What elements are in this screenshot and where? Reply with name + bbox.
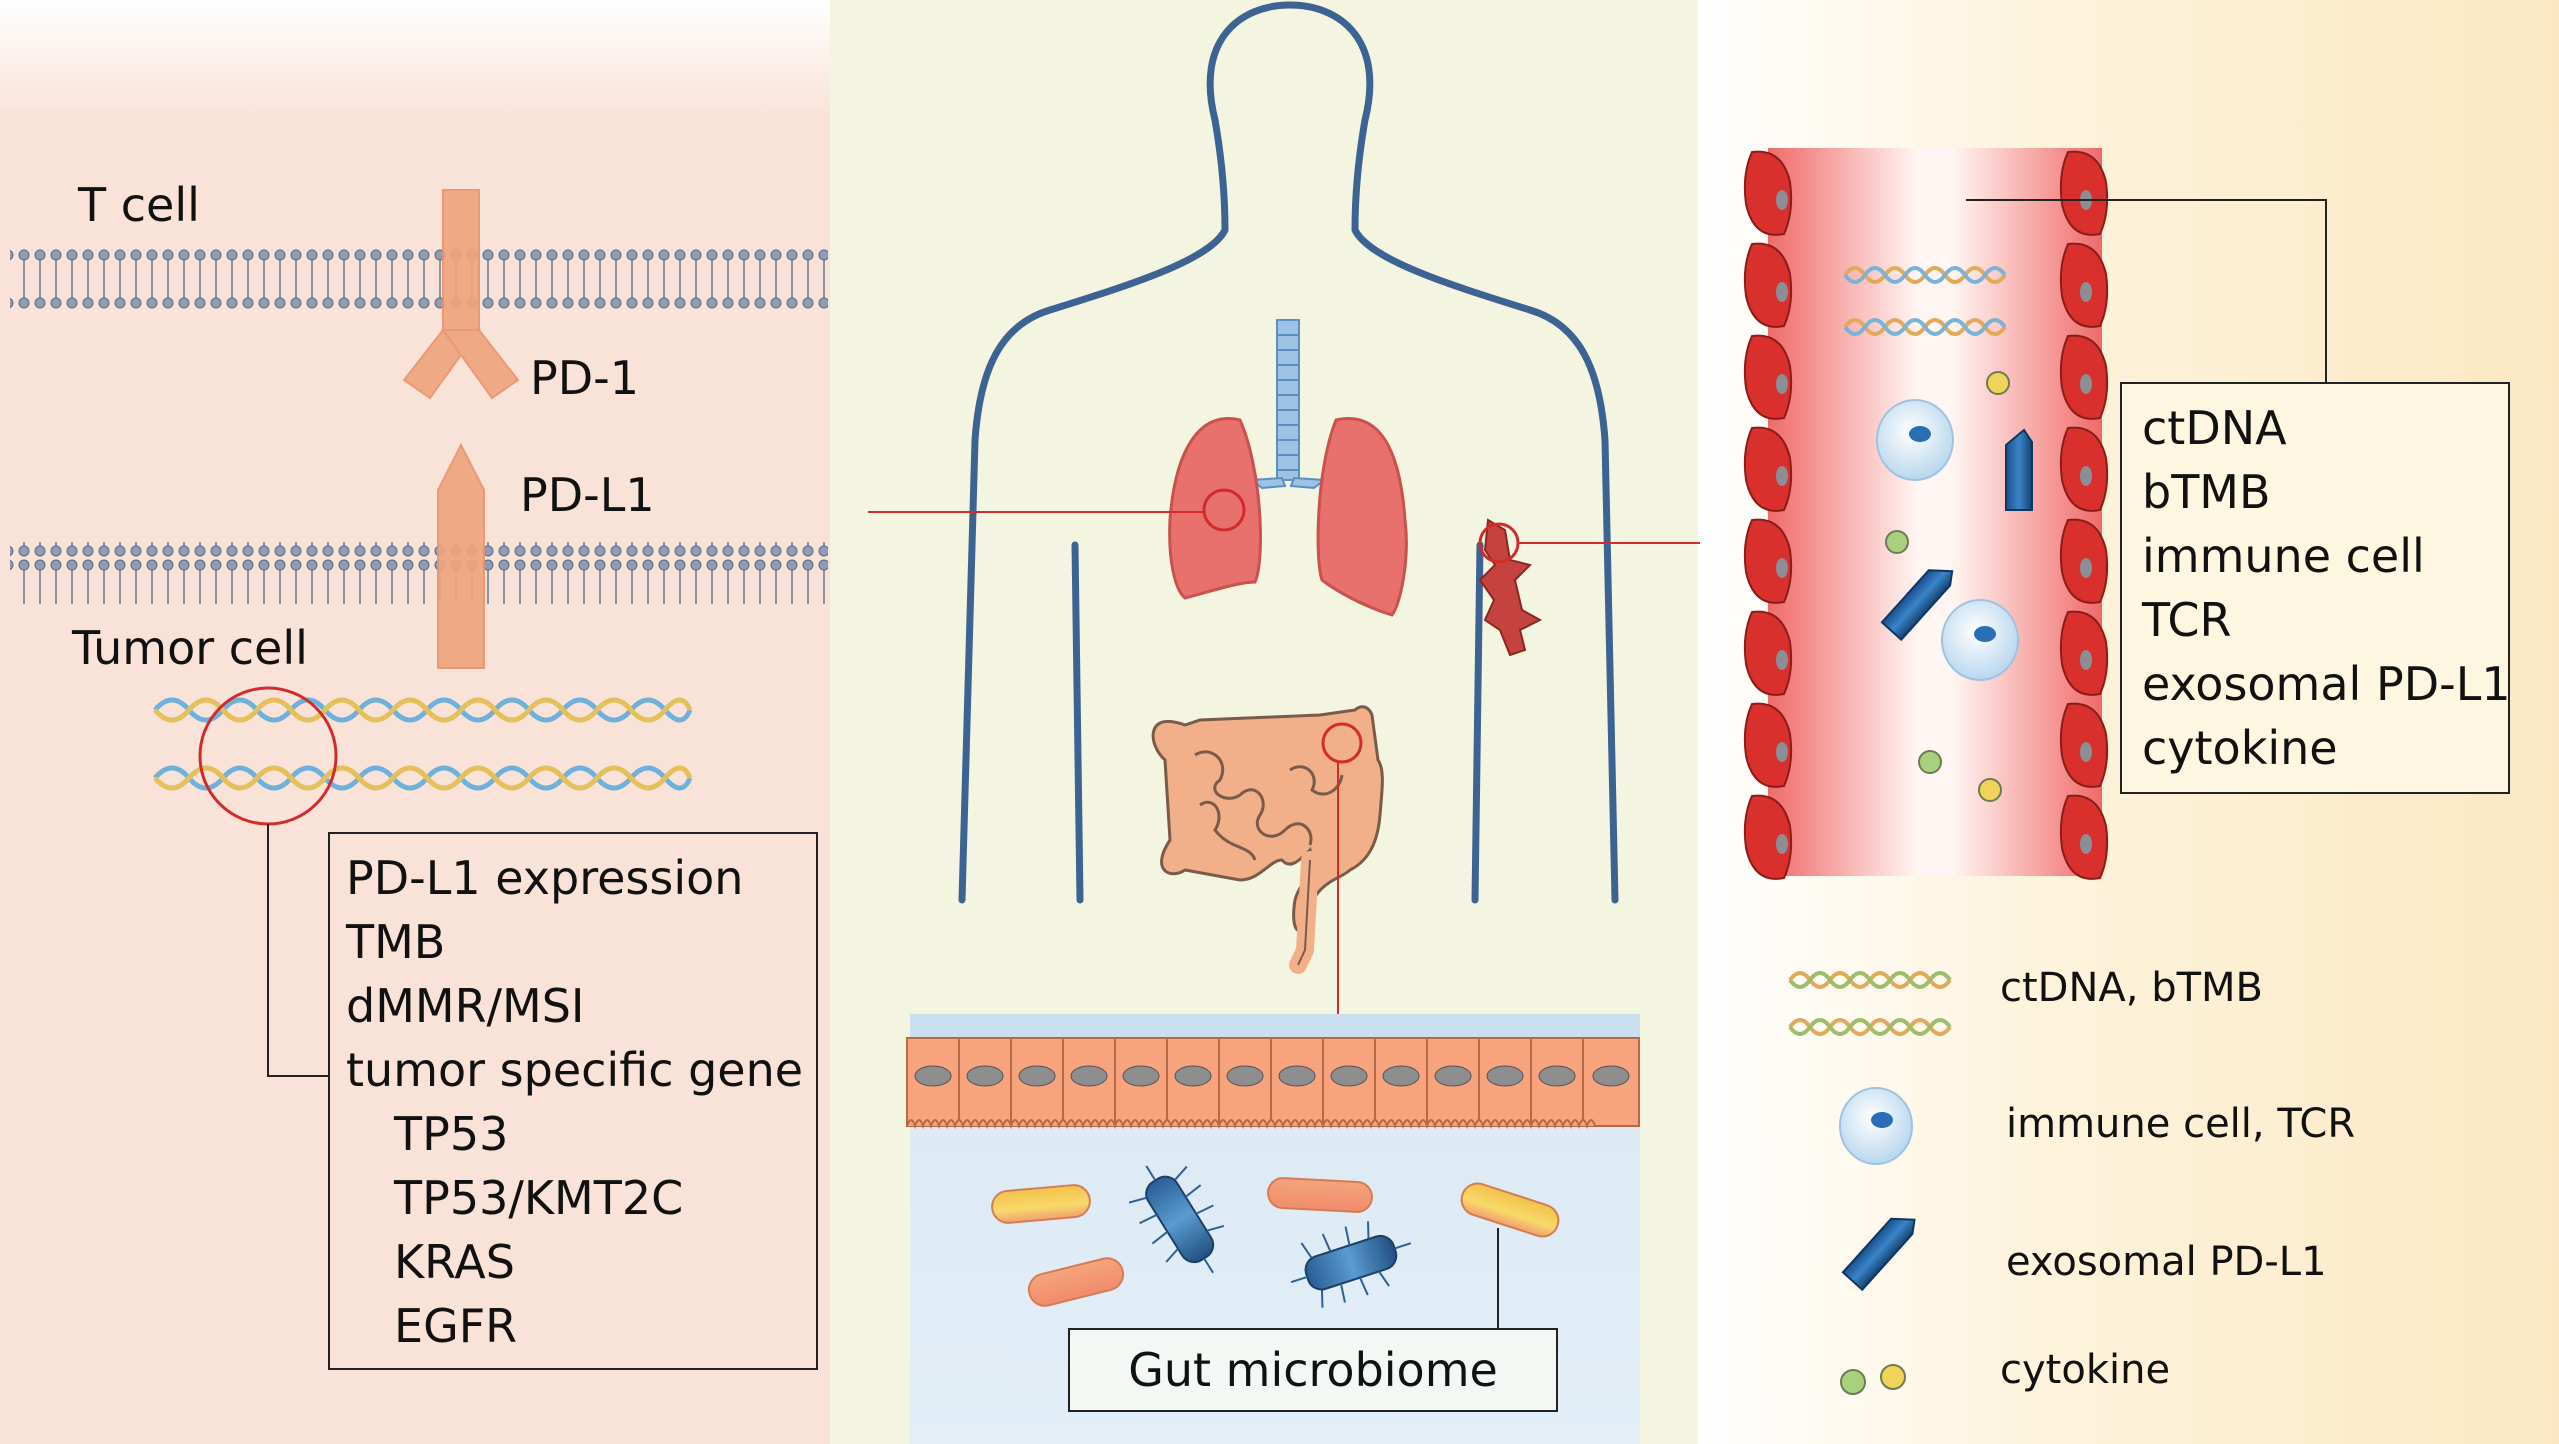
bacterium-blue [1128, 1165, 1225, 1274]
bacterium-orange [991, 1184, 1091, 1224]
exosome-icon [1880, 428, 2033, 642]
arm-vessel-icon [1478, 518, 1543, 657]
marker-exosomal-pdl1: exosomal PD-L1 [2142, 657, 2511, 711]
intestinal-epithelium [906, 1037, 1640, 1130]
marker-immune-cell: immune cell [2142, 529, 2425, 583]
gene-kras: KRAS [394, 1235, 515, 1289]
lung-highlight-circle [1202, 488, 1246, 532]
marker-cytokine: cytokine [2142, 721, 2338, 775]
marker-btmb: bTMB [2142, 465, 2271, 519]
blood-marker-box: ctDNA bTMB immune cell TCR exosomal PD-L… [2120, 382, 2511, 794]
legend-exosome-label: exosomal PD-L1 [2006, 1239, 2327, 1285]
pdl1-label: PD-L1 [520, 468, 655, 522]
gene-egfr: EGFR [394, 1299, 518, 1353]
marker-pdl1-expression: PD-L1 expression [346, 851, 744, 905]
legend-cytokine-icon [1840, 1364, 1906, 1395]
legend-ctdna-label: ctDNA, bTMB [2000, 965, 2263, 1011]
marker-tumor-specific-gene: tumor specific gene [346, 1043, 804, 1097]
gene-tp53: TP53 [394, 1107, 509, 1161]
marker-ctdna: ctDNA [2142, 401, 2287, 455]
tumor-connector [267, 824, 330, 1077]
gut-microbiome-box: Gut microbiome [1068, 1328, 1558, 1412]
legend-immune-cell-icon [1839, 1087, 1913, 1165]
legend-cytokine-label: cytokine [2000, 1347, 2171, 1393]
dna-highlight-circle [198, 686, 338, 826]
bacterium-orange [1267, 1177, 1373, 1213]
left-lung-icon [1168, 417, 1262, 600]
legend-immune-cell-label: immune cell, TCR [2006, 1101, 2356, 1147]
bacteria-group [991, 1165, 1560, 1308]
t-cell-label: T cell [78, 178, 200, 232]
marker-tmb: TMB [346, 915, 446, 969]
tumor-cell-label: Tumor cell [72, 621, 308, 675]
marker-dmmr-msi: dMMR/MSI [346, 979, 585, 1033]
intestine-icon [1151, 705, 1384, 974]
immune-cell-icon [1876, 399, 2019, 681]
blood-connector [1966, 199, 2327, 382]
bacterium-blue [1290, 1221, 1412, 1308]
t-cell-membrane [10, 248, 828, 310]
bacterium-yellow [1460, 1182, 1560, 1238]
pd1-receptor [402, 189, 520, 400]
bacterium-orange [1027, 1257, 1125, 1307]
marker-tcr: TCR [2142, 593, 2232, 647]
gene-tp53-kmt2c: TP53/KMT2C [394, 1171, 684, 1225]
pdl1-ligand [437, 442, 485, 669]
tumor-dna [153, 697, 693, 791]
legend-exosome-icon [1841, 1217, 1916, 1292]
tumor-cell-membrane [10, 542, 828, 604]
ctdna-icon [1843, 266, 2007, 336]
right-lung-icon [1316, 417, 1408, 617]
trachea-icon [1249, 319, 1327, 490]
tumor-tissue-panel [0, 0, 830, 1444]
legend-dna-icon [1788, 971, 1952, 1036]
cytokine-icon [1885, 371, 2010, 802]
body-outline [958, 1, 1619, 904]
tumor-marker-box: PD-L1 expression TMB dMMR/MSI tumor spec… [328, 832, 818, 1370]
gut-highlight-circle [1321, 722, 1363, 764]
pd1-label: PD-1 [530, 351, 640, 405]
gut-microbiome-label: Gut microbiome [1128, 1343, 1498, 1397]
